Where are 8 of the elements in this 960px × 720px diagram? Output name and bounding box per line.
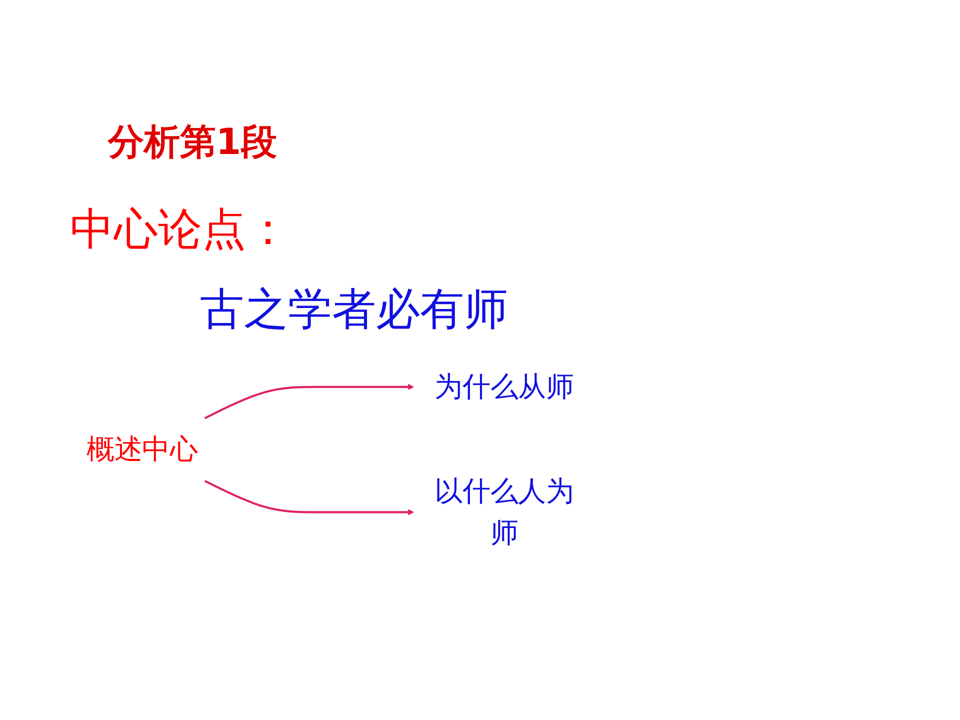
slide-title: 分析第1段 xyxy=(108,121,278,165)
node-text: 以什么人为师 xyxy=(434,475,574,550)
node-text: 概述中心 xyxy=(86,434,198,466)
arrow xyxy=(204,480,414,516)
heading-label: 中心论点： xyxy=(70,203,290,257)
arrow xyxy=(204,384,414,420)
thesis-text: 古之学者必有师 xyxy=(200,283,508,337)
node-text: 为什么从师 xyxy=(434,370,574,403)
